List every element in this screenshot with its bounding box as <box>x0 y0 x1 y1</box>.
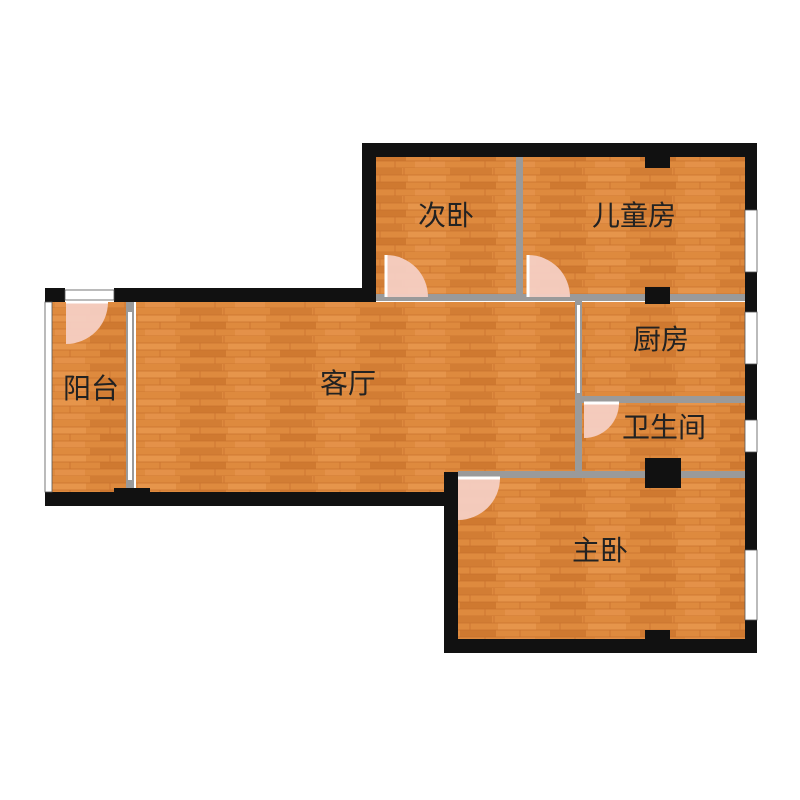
window-kitchen <box>744 311 758 365</box>
doors <box>66 255 619 520</box>
column-top <box>645 143 670 168</box>
column-bottom <box>645 630 670 653</box>
label-balcony: 阳台 <box>63 372 119 405</box>
label-secondary-bedroom: 次卧 <box>418 199 474 232</box>
door-secondary-bedroom[interactable] <box>386 255 428 297</box>
floor-kitchen <box>582 302 745 397</box>
door-bathroom[interactable] <box>584 403 619 438</box>
label-living-room: 客厅 <box>320 367 376 400</box>
wall-bottom-master <box>444 639 757 653</box>
wall-left-bedroom <box>362 143 376 302</box>
column-balcony <box>114 488 150 506</box>
window-kitchen-divider <box>577 305 580 393</box>
label-master-bedroom: 主卧 <box>572 534 628 567</box>
floor-master-bedroom <box>458 477 745 639</box>
wall-bottom-living <box>45 492 458 506</box>
wall-master-top <box>458 471 745 478</box>
floors <box>52 157 745 639</box>
label-bathroom: 卫生间 <box>622 411 706 444</box>
wall-top-balcony-right <box>114 288 136 302</box>
door-kids-room[interactable] <box>528 255 570 297</box>
label-kitchen: 厨房 <box>633 323 689 356</box>
windows <box>44 209 758 621</box>
window-kids-room <box>744 209 758 273</box>
door-balcony[interactable] <box>66 302 108 344</box>
wall-top-bedrooms <box>362 143 757 157</box>
exterior-walls <box>45 143 757 653</box>
window-living-divider <box>128 312 132 480</box>
window-bathroom <box>744 419 758 453</box>
wall-kitchen-bottom <box>582 396 745 403</box>
column-bathroom <box>645 458 681 488</box>
door-master-bedroom[interactable] <box>458 478 500 520</box>
wall-top-living <box>134 288 376 302</box>
window-balcony <box>44 301 53 493</box>
column-kitchen <box>645 287 670 304</box>
wall-bedrooms-bottom <box>370 294 745 301</box>
wall-bedrooms-divider <box>516 157 523 300</box>
label-kids-room: 儿童房 <box>592 199 676 232</box>
window-master <box>744 549 758 621</box>
room-labels: 次卧 儿童房 阳台 客厅 厨房 卫生间 主卧 <box>63 199 706 567</box>
window-balcony-top <box>64 289 115 301</box>
wall-left-master <box>444 472 458 653</box>
floor-living-corridor <box>136 302 578 492</box>
